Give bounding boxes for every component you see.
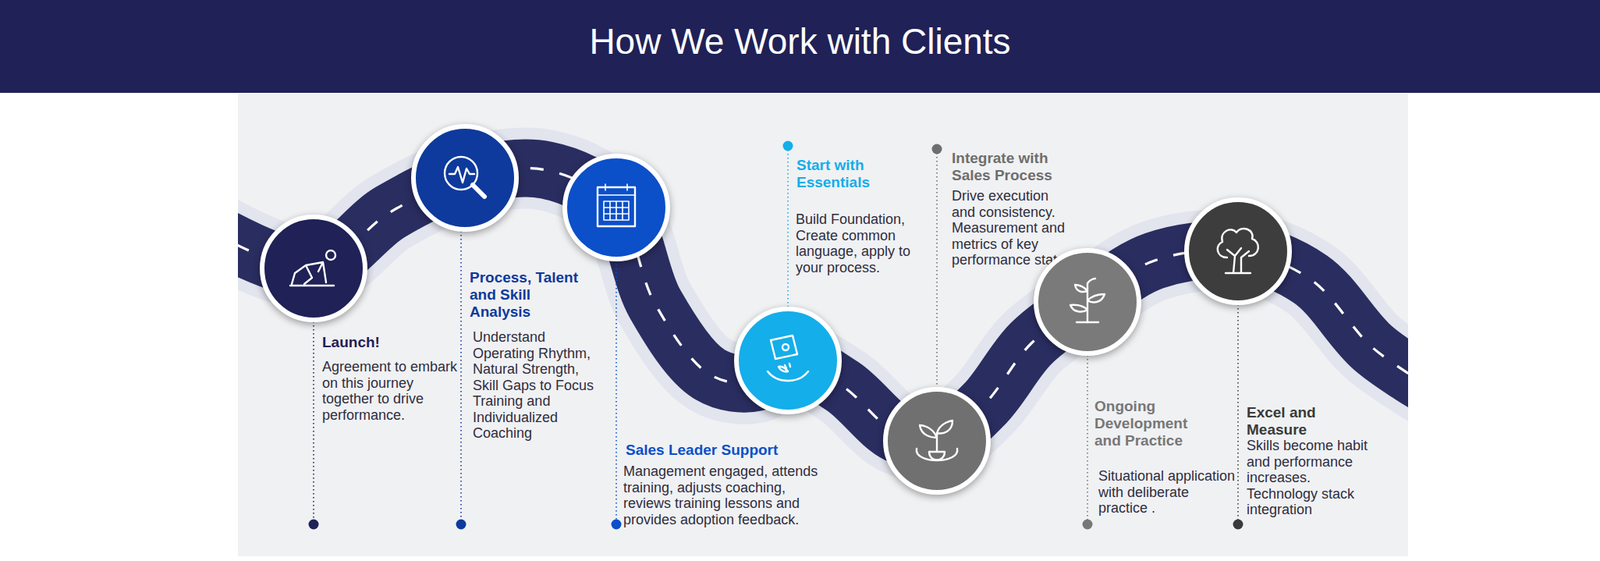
step-circle: Ongoing Development and PracticeSituatio… [1032, 247, 1143, 357]
step-heading: Ongoing Development and Practice [1094, 397, 1201, 450]
leader-dot [783, 141, 794, 152]
circle-shape [882, 386, 992, 496]
step-circle: Start with EssentialsBuild Foundation, C… [733, 305, 843, 416]
step-description: Understand Operating Rhythm, Natural Str… [472, 329, 607, 442]
panel-background [237, 93, 1409, 557]
leader-dot [456, 519, 467, 530]
leader-line [787, 145, 789, 308]
step-description: Situational application with deliberate … [1098, 468, 1241, 517]
page-title: How We Work with Clients [0, 0, 1600, 93]
step-heading: Launch! [322, 333, 479, 352]
circle-fill [262, 216, 366, 320]
step-description: Build Foundation, Create common language… [795, 211, 925, 276]
leader-dot [611, 519, 622, 530]
leader-dot [1082, 519, 1093, 530]
step-description: Drive execution and consistency. Measure… [951, 188, 1071, 269]
road-dashes [237, 168, 1409, 443]
leader-line [1086, 354, 1089, 525]
step-description: Management engaged, attends training, ad… [623, 463, 825, 528]
step-heading: Excel and Measure [1246, 404, 1342, 439]
leader-line [312, 321, 315, 525]
step-description: Skills become habit and performance incr… [1246, 437, 1381, 518]
step-circle: Integrate with Sales ProcessDrive execut… [882, 386, 992, 496]
leader-line [1237, 304, 1239, 525]
step-heading: Start with Essentials [796, 156, 892, 192]
step-circle: Excel and MeasureSkills become habit and… [1183, 196, 1293, 306]
circle-shape [410, 123, 520, 233]
road-halo [237, 168, 1409, 443]
step-heading: Integrate with Sales Process [951, 149, 1071, 185]
road [237, 168, 1409, 443]
step-circle: Launch!Agreement to embark on this journ… [258, 213, 369, 323]
circle-fill [1035, 250, 1139, 354]
leader-dot [932, 144, 943, 155]
circle-fill [736, 308, 840, 412]
step-circle: Process, Talent and Skill AnalysisUnders… [410, 123, 520, 233]
leader-line [460, 230, 462, 525]
circle-shape [1032, 247, 1143, 357]
circle-shape [1183, 196, 1293, 306]
step-description: Agreement to embark on this journey toge… [322, 358, 467, 423]
step-heading: Sales Leader Support [625, 441, 860, 459]
circle-fill [413, 126, 517, 230]
road-surface [237, 168, 1409, 443]
circle-fill [564, 156, 668, 259]
leader-line [936, 149, 938, 388]
circle-shape [561, 152, 671, 263]
circle-shape [258, 213, 369, 323]
step-circle: Sales Leader SupportManagement engaged, … [561, 152, 671, 263]
circle-shape [733, 305, 843, 416]
leader-line [615, 260, 618, 525]
circle-fill [1186, 199, 1290, 303]
leader-dot [308, 519, 320, 530]
leader-dot [1233, 519, 1244, 530]
step-heading: Process, Talent and Skill Analysis [469, 269, 595, 321]
circle-fill [885, 389, 989, 493]
